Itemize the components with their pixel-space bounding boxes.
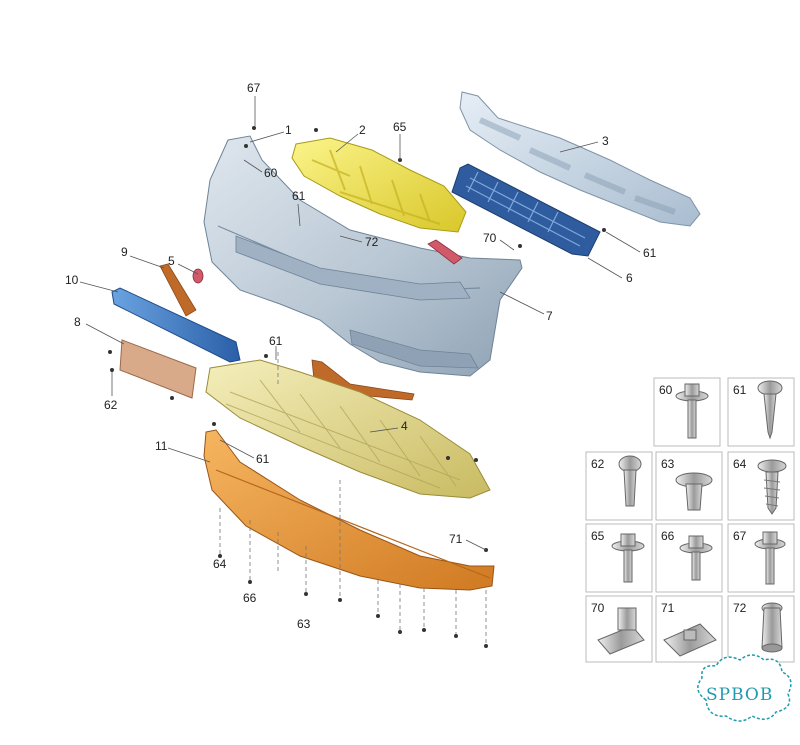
flange-bolt-icon: [675, 383, 709, 439]
fastener-cell-63: 63: [655, 451, 723, 521]
fastener-cell-64: 64: [727, 451, 795, 521]
callout-64: 64: [213, 557, 227, 571]
svg-text:71: 71: [661, 601, 675, 615]
callout-5: 5: [168, 254, 175, 268]
svg-text:63: 63: [661, 457, 675, 471]
part-absorber-beam: [459, 91, 701, 227]
fastener-cell-72: 72: [727, 595, 795, 663]
speed-nut-icon: [663, 623, 717, 657]
callout-9: 9: [121, 245, 128, 259]
callout-labels: 67 1 2 65 3 60 61 72 70 61 6 9 5 10 7 8 …: [65, 81, 657, 631]
callout-10: 10: [65, 273, 79, 287]
callout-72: 72: [365, 235, 379, 249]
callout-65: 65: [393, 120, 407, 134]
callout-4: 4: [401, 419, 408, 433]
part-fog-bracket: [192, 268, 204, 284]
svg-text:61: 61: [733, 383, 747, 397]
leader-lines: [79, 96, 641, 551]
fastener-dots: [108, 126, 606, 648]
fastener-cell-66: 66: [655, 523, 723, 593]
part-underbody-shield: [205, 359, 491, 499]
callout-3: 3: [602, 134, 609, 148]
rivet-nut-icon: [761, 602, 783, 653]
svg-text:66: 66: [661, 529, 675, 543]
fastener-cell-65: 65: [585, 523, 653, 593]
clip-nut-icon: [597, 607, 645, 655]
callout-11: 11: [155, 439, 168, 453]
tapping-screw-icon: [757, 459, 787, 515]
hex-bolt-long-icon: [754, 531, 786, 585]
callout-1: 1: [285, 123, 292, 137]
part-bumper-cover: [203, 135, 523, 377]
part-plate-bracket: [119, 339, 197, 399]
callout-60: 60: [264, 166, 278, 180]
callout-71: 71: [449, 532, 463, 546]
washer-bolt-icon: [611, 533, 645, 583]
fastener-cell-70: 70: [585, 595, 653, 663]
svg-text:67: 67: [733, 529, 747, 543]
svg-text:70: 70: [591, 601, 605, 615]
callout-62: 62: [104, 398, 118, 412]
part-lower-spoiler: [203, 429, 495, 591]
svg-text:62: 62: [591, 457, 605, 471]
hex-bolt-icon: [679, 535, 713, 581]
svg-text:60: 60: [659, 383, 673, 397]
part-energy-absorber: [291, 137, 467, 233]
svg-text:72: 72: [733, 601, 747, 615]
fastener-cell-71: 71: [655, 595, 723, 663]
callout-61-right: 61: [643, 246, 657, 260]
callout-8: 8: [74, 315, 81, 329]
callout-66: 66: [243, 591, 257, 605]
callout-63: 63: [297, 617, 311, 631]
part-grille: [451, 163, 601, 257]
callout-70: 70: [483, 231, 497, 245]
part-trim-left: [159, 263, 197, 317]
svg-text:64: 64: [733, 457, 747, 471]
fastener-cell-60: 60: [653, 377, 721, 447]
pan-head-screw-icon: [757, 380, 783, 440]
fastener-grid: 60 61 62 63: [585, 377, 795, 663]
callout-61-top: 61: [292, 189, 306, 203]
callout-2: 2: [359, 123, 366, 137]
fastener-cell-67: 67: [727, 523, 795, 593]
callout-6: 6: [626, 271, 633, 285]
watermark-text: SPBOB: [706, 685, 773, 705]
svg-text:65: 65: [591, 529, 605, 543]
callout-61-low: 61: [256, 452, 270, 466]
fastener-cell-62: 62: [585, 451, 653, 521]
watermark-logo: SPBOB: [697, 654, 792, 722]
callout-61-mid: 61: [269, 334, 283, 348]
part-blue-strip: [111, 287, 241, 363]
torx-screw-icon: [618, 455, 642, 507]
fastener-cell-61: 61: [727, 377, 795, 447]
part-bracket: [427, 239, 463, 265]
callout-7: 7: [546, 309, 553, 323]
callout-67: 67: [247, 81, 261, 95]
fastener-guide-lines: [219, 352, 487, 646]
push-clip-icon: [675, 472, 713, 511]
